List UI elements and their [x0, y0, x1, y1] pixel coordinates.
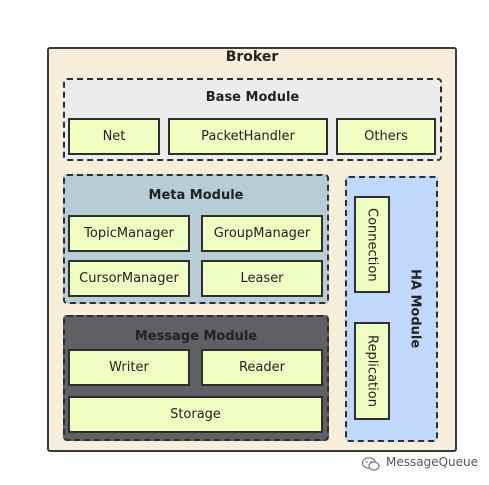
- watermark-text: MessageQueue: [386, 455, 479, 469]
- message-item-storage: Storage: [68, 396, 323, 433]
- base-item-others: Others: [336, 118, 436, 155]
- message-item-reader: Reader: [201, 349, 323, 386]
- message-module-title: Message Module: [134, 329, 258, 344]
- broker-title: Broker: [225, 49, 279, 65]
- ha-item-connection: Connection: [354, 196, 390, 293]
- base-item-packethandler: PacketHandler: [168, 118, 328, 155]
- message-item-writer: Writer: [68, 349, 190, 386]
- wechat-icon: [361, 456, 380, 471]
- ha-item-replication: Replication: [354, 322, 390, 420]
- base-module-title: Base Module: [205, 90, 300, 105]
- base-item-net: Net: [68, 118, 160, 155]
- meta-module-title: Meta Module: [148, 188, 244, 203]
- meta-item-cursormanager: CursorManager: [68, 260, 190, 297]
- ha-module-title: HA Module: [407, 269, 423, 349]
- meta-item-leaser: Leaser: [201, 260, 323, 297]
- meta-item-topicmanager: TopicManager: [68, 215, 190, 252]
- meta-item-groupmanager: GroupManager: [201, 215, 323, 252]
